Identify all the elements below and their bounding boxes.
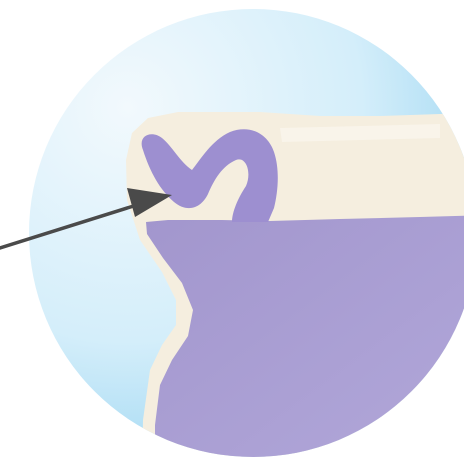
inner-tissue	[146, 215, 464, 466]
tissue-group	[126, 112, 464, 466]
